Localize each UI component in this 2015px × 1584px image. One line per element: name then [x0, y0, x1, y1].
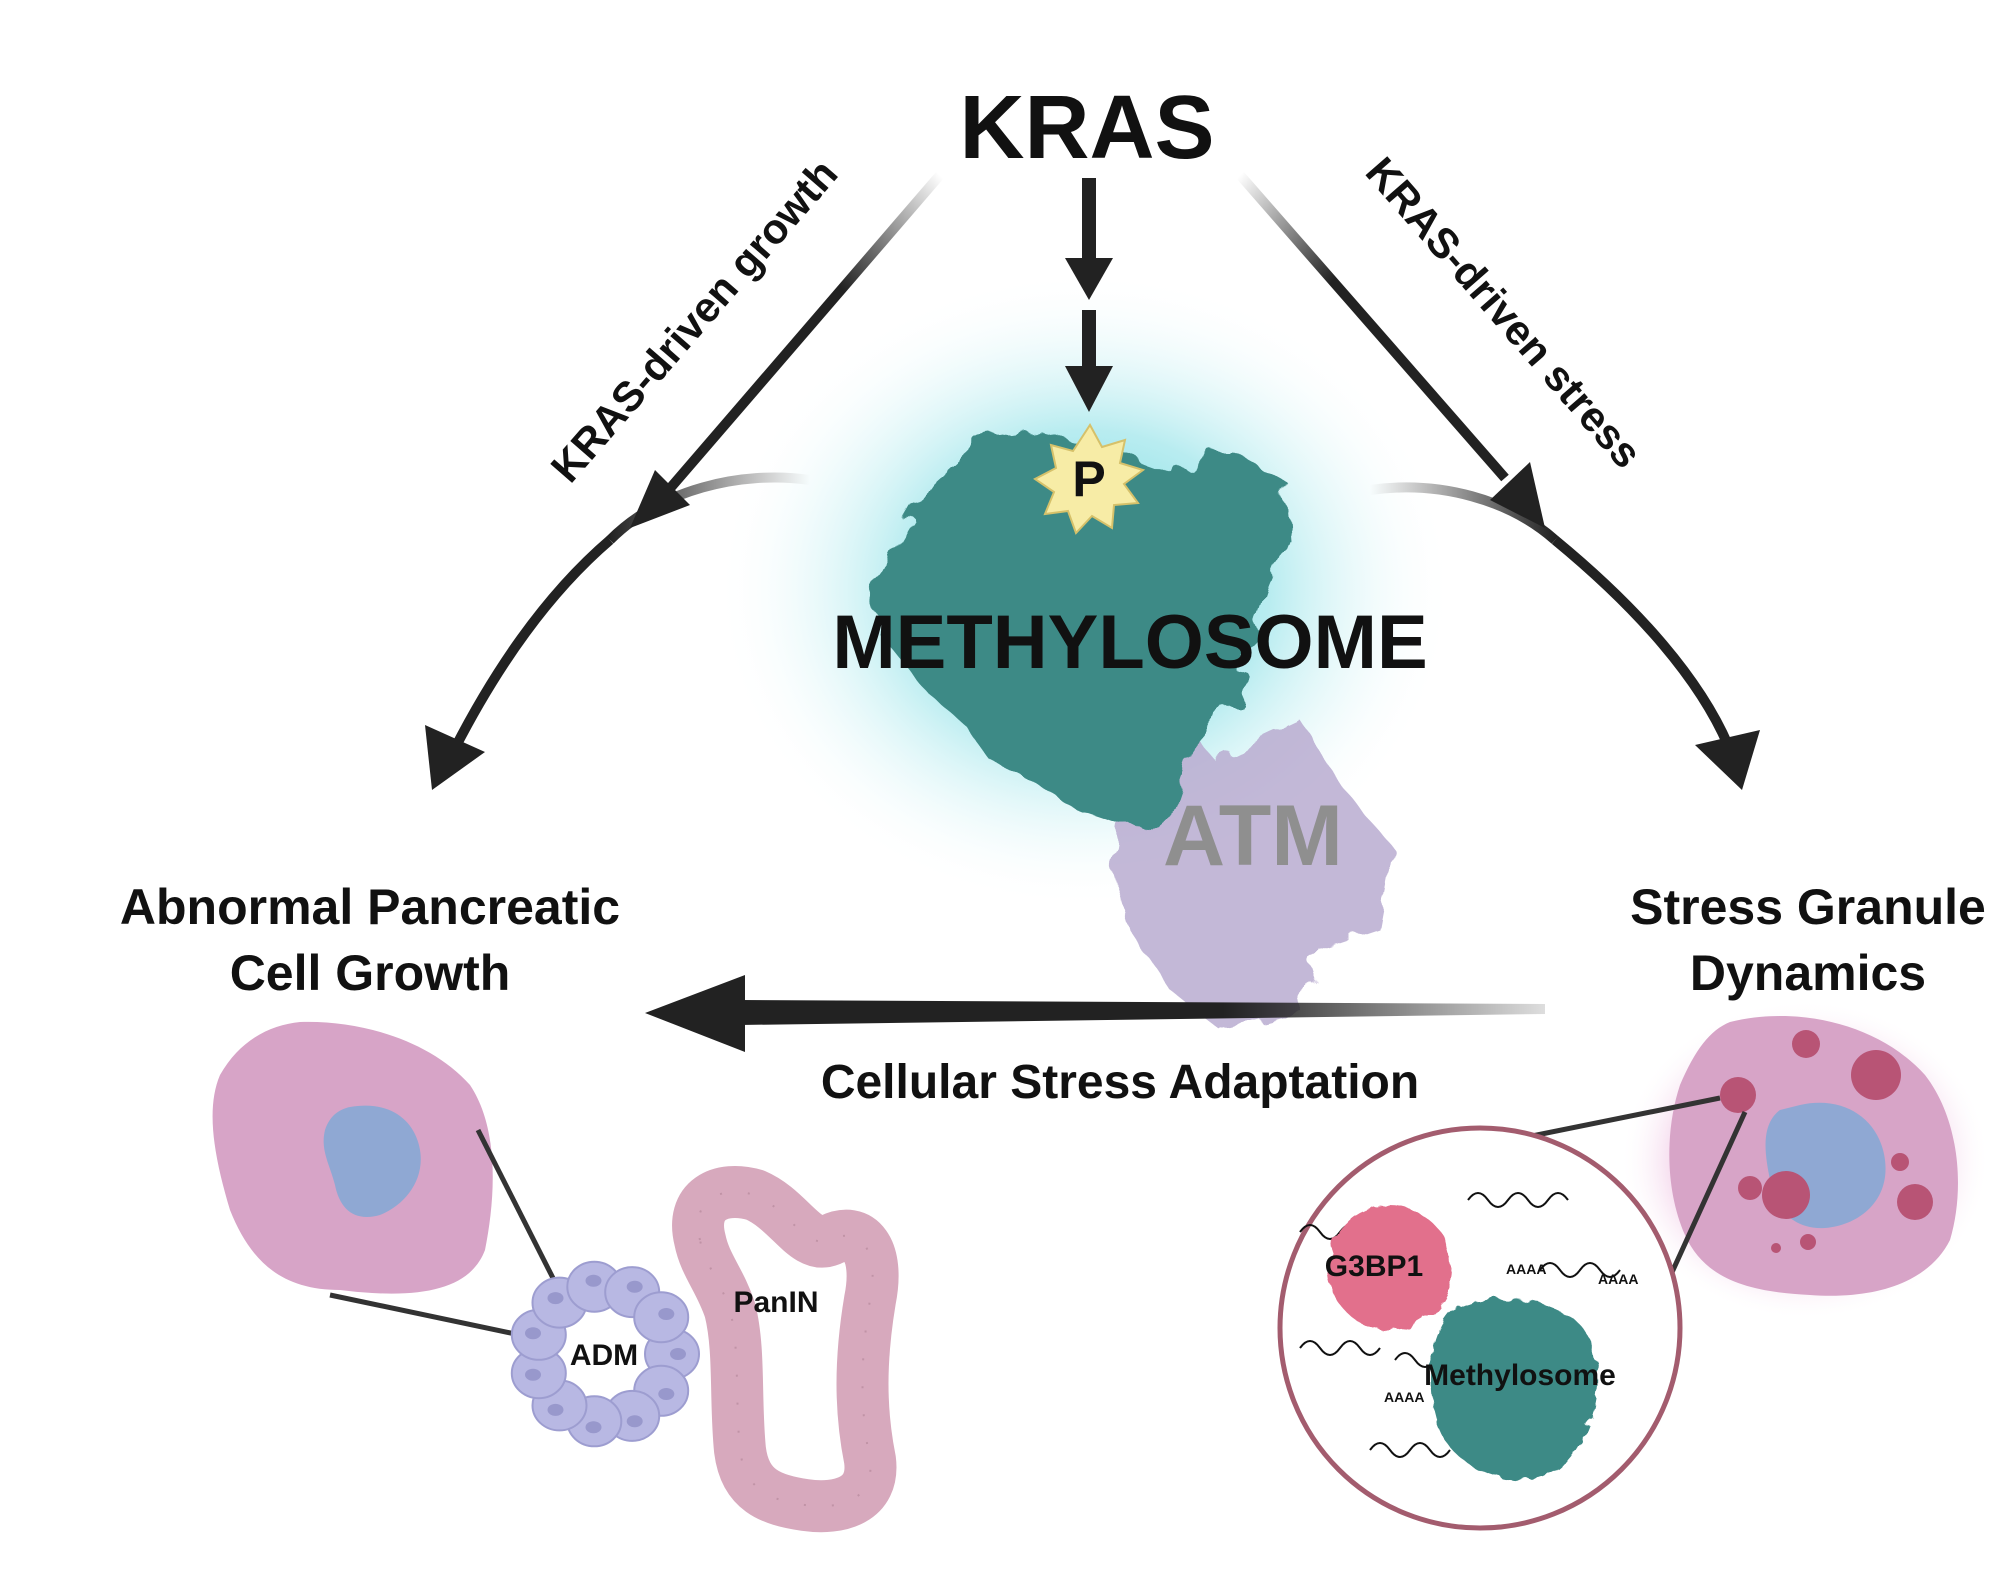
adm-cell-nucleus	[547, 1403, 564, 1416]
kras-to-methylosome-arrow	[1065, 178, 1113, 412]
stress-adaptation-arrow	[645, 975, 1545, 1052]
stress-granule	[1762, 1171, 1810, 1219]
panin-structure	[672, 1166, 899, 1533]
growth-curve-arrow	[425, 472, 811, 790]
adm-cell-nucleus	[525, 1327, 541, 1340]
stress-granule-cell	[1620, 1000, 1990, 1320]
adm-cell-nucleus	[626, 1280, 643, 1293]
pancreatic-cell	[212, 1021, 493, 1294]
left-outcome-line1: Abnormal Pancreatic	[120, 879, 620, 935]
g3bp1-protein	[1328, 1206, 1452, 1330]
granule-inset: AAAA AAAA AAAA G3BP1 Methylosome	[1277, 1125, 1683, 1531]
mrna-strand	[1539, 1262, 1621, 1278]
stress-granule	[1891, 1153, 1909, 1171]
adm-cell-nucleus	[658, 1308, 675, 1320]
phospho-badge: P	[1033, 423, 1146, 535]
g3bp1-label: G3BP1	[1325, 1250, 1423, 1283]
inset-methylosome-label: Methylosome	[1424, 1359, 1616, 1392]
methylosome-title: METHYLOSOME	[832, 600, 1427, 685]
panin-label: PanIN	[733, 1286, 818, 1319]
atm-label: ATM	[1163, 788, 1343, 884]
stress-granule	[1851, 1050, 1901, 1100]
right-outcome-line2: Dynamics	[1690, 945, 1926, 1001]
mrna-strand	[1467, 1192, 1569, 1208]
right-outcome-line1: Stress Granule	[1630, 879, 1986, 935]
stress-granule	[1720, 1077, 1756, 1113]
adm-cell-nucleus	[626, 1415, 643, 1428]
adm-label: ADM	[570, 1339, 638, 1372]
adm-structure	[510, 1260, 700, 1448]
adm-cell-nucleus	[525, 1368, 541, 1381]
zoom-line-lower	[329, 1292, 521, 1338]
stress-granule	[1771, 1243, 1781, 1253]
inset-methylosome-protein	[1430, 1298, 1598, 1481]
stress-granule	[1792, 1030, 1820, 1058]
mrna-strand	[1299, 1340, 1381, 1356]
cell-nucleus	[323, 1105, 421, 1217]
methylosome-protein-shape	[870, 430, 1290, 830]
polya-label: AAAA	[1384, 1389, 1424, 1405]
polya-label: AAAA	[1598, 1271, 1638, 1287]
adm-cell-nucleus	[585, 1274, 602, 1287]
stress-granule	[1897, 1184, 1933, 1220]
stress-granule	[1800, 1234, 1816, 1250]
polya-label: AAAA	[1506, 1261, 1546, 1277]
phospho-label: P	[1072, 451, 1105, 507]
zoom-line-upper	[475, 1128, 561, 1290]
left-outcome-line2: Cell Growth	[230, 945, 511, 1001]
adm-cell-nucleus	[547, 1292, 564, 1305]
kras-stress-arrow	[1236, 171, 1545, 528]
adm-cell-nucleus	[585, 1421, 602, 1434]
mrna-strand	[1369, 1442, 1451, 1458]
stress-granule	[1738, 1176, 1762, 1200]
adm-cell-nucleus	[658, 1388, 675, 1400]
kras-title: KRAS	[959, 78, 1214, 178]
adm-cell-nucleus	[670, 1348, 686, 1360]
bottom-edge-label: Cellular Stress Adaptation	[821, 1056, 1419, 1109]
stress-curve-arrow	[1369, 482, 1760, 790]
